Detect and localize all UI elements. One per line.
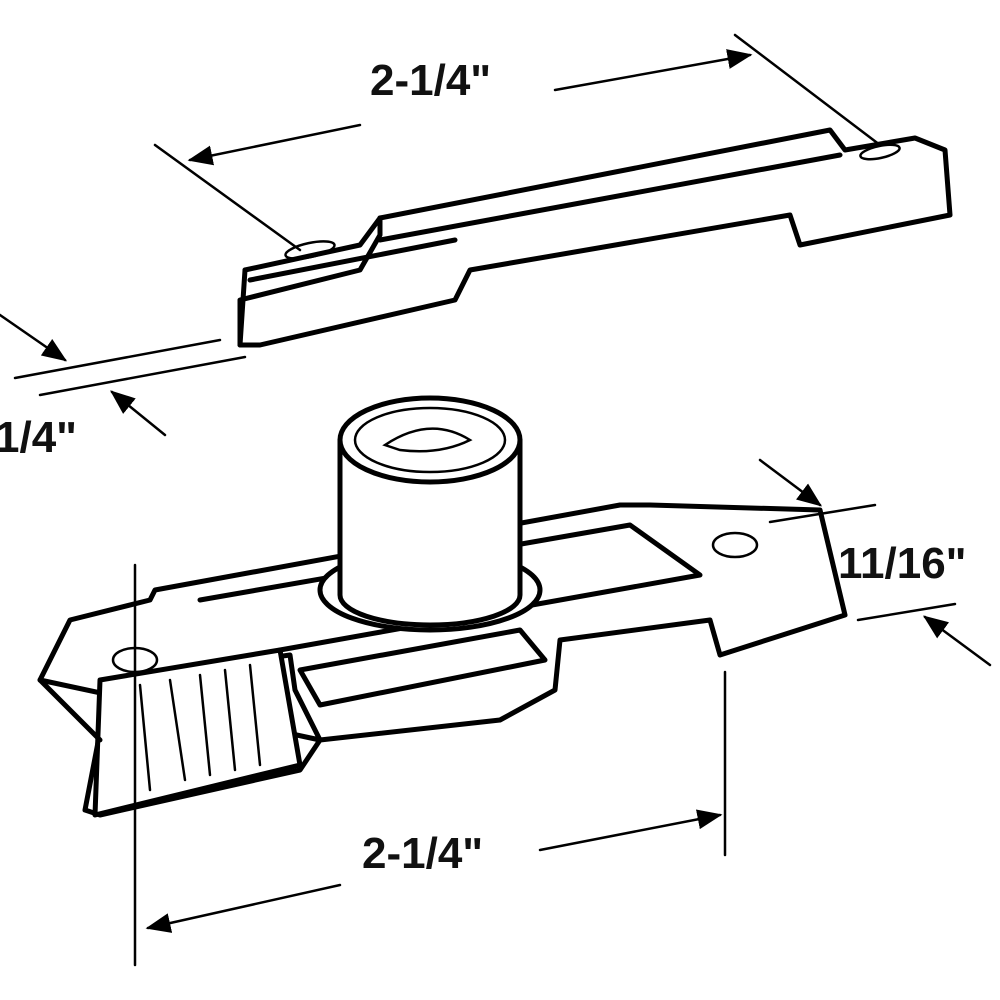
- top-length-label: 2-1/4": [370, 56, 491, 105]
- dimension-top-length: 2-1/4": [153, 33, 882, 252]
- thickness-label: 1/4": [0, 413, 77, 462]
- keeper-part: [237, 127, 953, 348]
- lock-part: [37, 395, 848, 818]
- dimension-thickness: 1/4": [0, 313, 247, 462]
- grip-ridges: [138, 663, 262, 792]
- dimension-width: 11/16": [758, 458, 992, 667]
- bottom-length-label: 2-1/4": [362, 829, 483, 878]
- dimension-bottom-length: 2-1/4": [133, 563, 727, 967]
- width-label: 11/16": [838, 539, 967, 588]
